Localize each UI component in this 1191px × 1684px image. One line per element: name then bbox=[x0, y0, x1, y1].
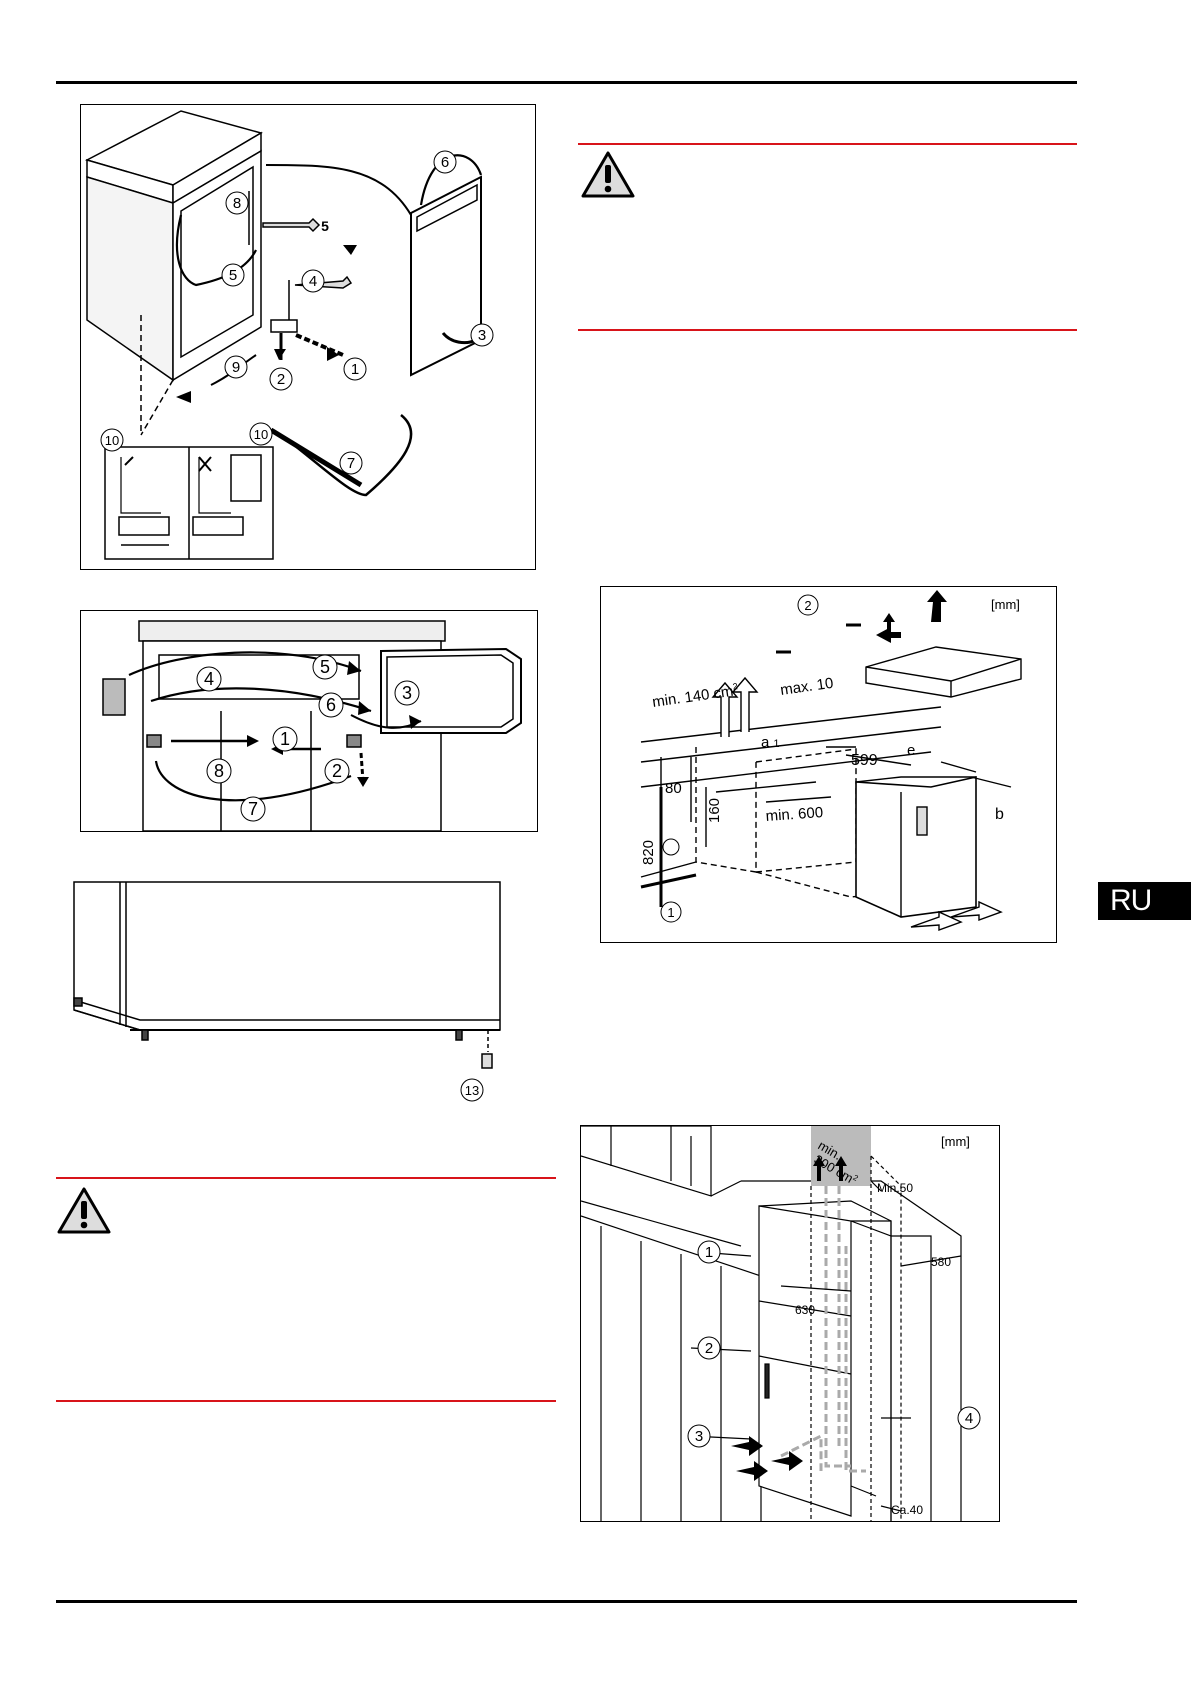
svg-text:1: 1 bbox=[280, 729, 290, 749]
figure-tall-unit-drawing: [mm] min. 300 cm2 Min.50 580 630 Ca.40 1… bbox=[581, 1126, 981, 1521]
callout-7: 7 bbox=[240, 796, 266, 822]
unit-label: [mm] bbox=[991, 597, 1020, 612]
warning-left-top-rule bbox=[56, 1177, 556, 1179]
callout-3: 3 bbox=[394, 680, 420, 706]
svg-text:7: 7 bbox=[347, 455, 355, 472]
svg-text:6: 6 bbox=[441, 154, 449, 171]
svg-text:2: 2 bbox=[277, 371, 285, 388]
bottom-rule bbox=[56, 1600, 1077, 1603]
svg-text:4: 4 bbox=[309, 273, 317, 290]
figure-tall-unit-install: [mm] min. 300 cm2 Min.50 580 630 Ca.40 1… bbox=[580, 1125, 1000, 1522]
h80-label: 80 bbox=[665, 780, 682, 797]
svg-text:10: 10 bbox=[105, 433, 119, 448]
callout-6: 6 bbox=[433, 150, 457, 174]
callout-1: 1 bbox=[343, 357, 367, 381]
warning-right-bottom-rule bbox=[578, 329, 1077, 331]
callout-5: 5 bbox=[221, 263, 245, 287]
svg-text:7: 7 bbox=[248, 799, 258, 819]
language-tab: RU bbox=[1098, 882, 1191, 920]
d630-label: 630 bbox=[795, 1303, 815, 1317]
svg-text:3: 3 bbox=[478, 327, 486, 344]
h160-label: 160 bbox=[706, 798, 723, 823]
callout-8: 8 bbox=[225, 191, 249, 215]
callout-7: 7 bbox=[339, 451, 363, 475]
figure-leveling-drawing: 13 bbox=[73, 881, 501, 1102]
svg-text:4: 4 bbox=[204, 669, 214, 689]
callout-1: 1 bbox=[697, 1240, 721, 1264]
svg-text:2: 2 bbox=[804, 598, 811, 613]
callout-1: 1 bbox=[272, 726, 298, 752]
d580-label: 580 bbox=[931, 1255, 951, 1269]
unit-label: [mm] bbox=[941, 1134, 970, 1149]
callout-2: 2 bbox=[324, 758, 350, 784]
callout-10: 10 bbox=[249, 422, 273, 446]
callout-5: 5 bbox=[312, 654, 338, 680]
min-depth-label: min. 600 bbox=[765, 804, 824, 825]
svg-text:13: 13 bbox=[465, 1083, 479, 1098]
width-label: 599 bbox=[851, 752, 878, 769]
ca40-label: Ca.40 bbox=[891, 1503, 923, 1517]
warning-icon bbox=[581, 151, 635, 198]
svg-text:8: 8 bbox=[233, 195, 241, 212]
h820-label: 820 bbox=[640, 840, 657, 865]
callout-13: 13 bbox=[460, 1078, 484, 1102]
svg-text:9: 9 bbox=[232, 359, 240, 376]
svg-text:4: 4 bbox=[965, 1410, 973, 1427]
warning-left-bottom-rule bbox=[56, 1400, 556, 1402]
svg-text:6: 6 bbox=[326, 695, 336, 715]
callout-3: 3 bbox=[687, 1424, 711, 1448]
callout-4: 4 bbox=[957, 1406, 981, 1430]
svg-text:3: 3 bbox=[402, 683, 412, 703]
figure-door-reversal-drawing: 1 2 3 4 5 6 7 8 9 10 10 5 bbox=[84, 110, 494, 560]
callout-2: 2 bbox=[697, 1336, 721, 1360]
figure-upright-drawing: 1 2 3 4 5 6 7 8 bbox=[102, 620, 522, 831]
wrench-label: 5 bbox=[321, 218, 329, 234]
callout-1: 1 bbox=[660, 901, 682, 923]
figure-door-reversal: 1 2 3 4 5 6 7 8 9 10 10 5 bbox=[80, 104, 536, 570]
callout-8: 8 bbox=[206, 758, 232, 784]
svg-text:2: 2 bbox=[705, 1340, 713, 1357]
callout-4: 4 bbox=[196, 666, 222, 692]
svg-text:5: 5 bbox=[229, 267, 237, 284]
svg-text:1: 1 bbox=[667, 905, 674, 920]
dim-e-label: e bbox=[907, 742, 915, 759]
callout-2: 2 bbox=[269, 367, 293, 391]
callout-2: 2 bbox=[797, 594, 819, 616]
svg-text:3: 3 bbox=[695, 1428, 703, 1445]
figure-leveling-feet: 13 bbox=[70, 880, 510, 1110]
top-rule bbox=[56, 81, 1077, 84]
svg-text:2: 2 bbox=[332, 761, 342, 781]
warning-icon bbox=[57, 1187, 111, 1234]
callout-3: 3 bbox=[470, 323, 494, 347]
callout-6: 6 bbox=[318, 692, 344, 718]
svg-text:1: 1 bbox=[705, 1244, 713, 1261]
max-gap-label: max. 10 bbox=[779, 675, 834, 699]
min50-label: Min.50 bbox=[877, 1181, 913, 1195]
svg-text:8: 8 bbox=[214, 761, 224, 781]
callout-9: 9 bbox=[224, 355, 248, 379]
svg-text:10: 10 bbox=[254, 427, 268, 442]
svg-text:1: 1 bbox=[351, 361, 359, 378]
callout-4: 4 bbox=[301, 269, 325, 293]
inset-callout-10: 10 bbox=[100, 428, 124, 452]
svg-text:5: 5 bbox=[320, 657, 330, 677]
dim-b-label: b bbox=[995, 806, 1004, 823]
figure-upright-door-reversal: 1 2 3 4 5 6 7 8 bbox=[80, 610, 538, 832]
warning-right-top-rule bbox=[578, 143, 1077, 145]
